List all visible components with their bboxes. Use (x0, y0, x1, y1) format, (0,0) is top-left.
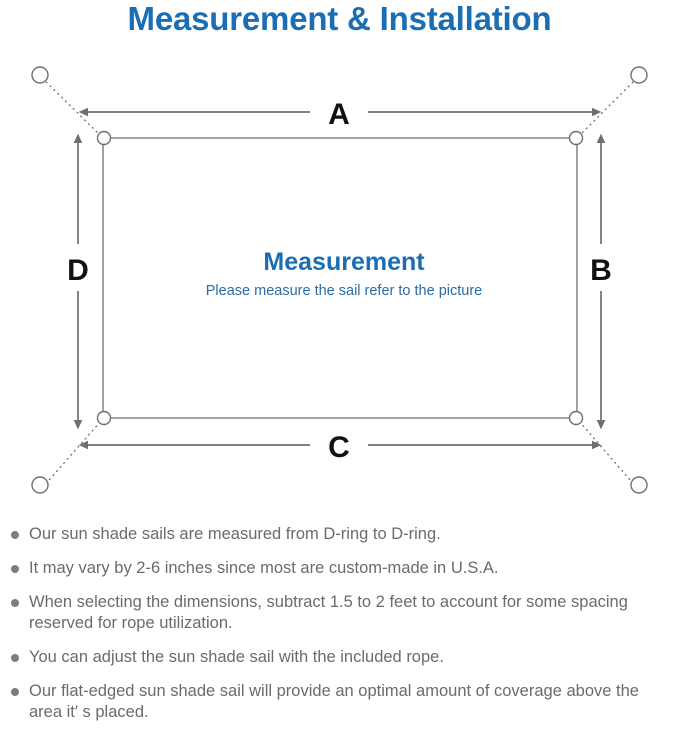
anchor-points (31, 66, 648, 494)
rope-line-bottom-right (578, 420, 638, 489)
list-item: When selecting the dimensions, subtract … (0, 592, 679, 634)
dimension-label-d: D (67, 254, 89, 287)
list-item: Our flat-edged sun shade sail will provi… (0, 681, 679, 723)
d-ring-top-left (96, 130, 112, 146)
anchor-top-left (31, 66, 49, 84)
dimension-label-b: B (590, 254, 612, 287)
dimension-label-c: C (328, 431, 350, 464)
rope-line-bottom-left (41, 420, 102, 489)
bullet-icon (11, 531, 19, 539)
list-item: Our sun shade sails are measured from D-… (0, 524, 679, 545)
note-text: When selecting the dimensions, subtract … (29, 593, 628, 632)
list-item: It may vary by 2-6 inches since most are… (0, 558, 679, 579)
sail-label-subtitle: Please measure the sail refer to the pic… (206, 283, 482, 299)
anchor-top-right (630, 66, 648, 84)
anchor-bottom-left (31, 476, 49, 494)
sail-panel (102, 137, 578, 419)
dimension-label-a: A (328, 98, 350, 131)
notes-list: Our sun shade sails are measured from D-… (0, 524, 679, 723)
bullet-icon (11, 565, 19, 573)
sail-label-title: Measurement (263, 248, 425, 276)
bullet-icon (11, 654, 19, 662)
list-item: You can adjust the sun shade sail with t… (0, 647, 679, 668)
bullet-icon (11, 688, 19, 696)
note-text: You can adjust the sun shade sail with t… (29, 648, 444, 666)
rope-line-top-right (578, 77, 638, 137)
note-text: Our sun shade sails are measured from D-… (29, 525, 441, 543)
sun-shade-sail-measurement-diagram: A C D B Measurement Please measure the s… (0, 48, 679, 518)
note-text: It may vary by 2-6 inches since most are… (29, 559, 499, 577)
rope-line-top-left (41, 77, 102, 137)
d-rings (96, 130, 584, 426)
page-title: Measurement & Installation (127, 0, 552, 37)
bullet-icon (11, 599, 19, 607)
anchor-bottom-right (630, 476, 648, 494)
rope-lines (41, 77, 638, 489)
d-ring-top-right (568, 130, 584, 146)
d-ring-bottom-left (96, 410, 112, 426)
note-text: Our flat-edged sun shade sail will provi… (29, 682, 639, 721)
d-ring-bottom-right (568, 410, 584, 426)
